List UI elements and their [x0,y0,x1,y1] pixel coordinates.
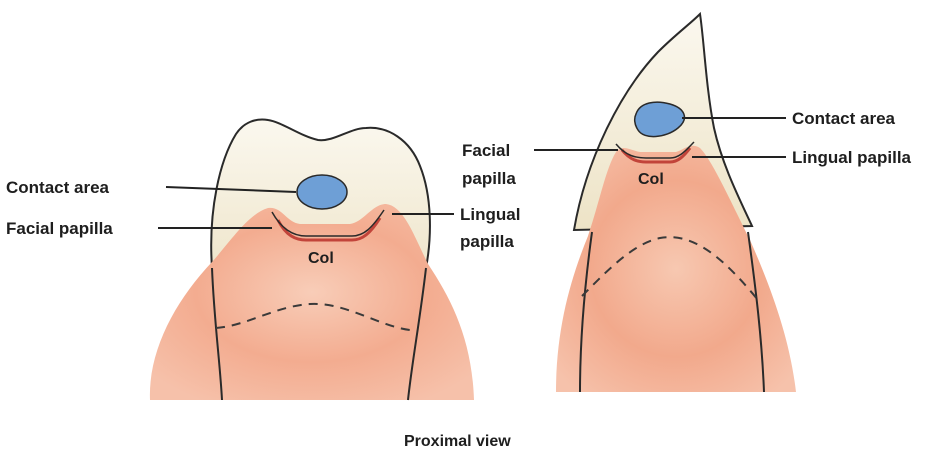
right-facial-papilla-label-line2: papilla [462,169,516,188]
right-contact-area-label: Contact area [792,109,896,128]
right-lingual-papilla-label: Lingual papilla [792,148,912,167]
left-contact-area-label: Contact area [6,178,110,197]
left-contact-area [297,175,347,209]
right-tooth [556,14,796,392]
left-col-label: Col [308,250,334,267]
left-lingual-papilla-label-line1: Lingual [460,205,520,224]
right-facial-papilla-label-line1: Facial [462,141,510,160]
left-facial-papilla-label: Facial papilla [6,219,113,238]
caption: Proximal view [404,433,511,450]
right-col-label: Col [638,171,664,188]
left-lingual-papilla-label-line2: papilla [460,232,514,251]
